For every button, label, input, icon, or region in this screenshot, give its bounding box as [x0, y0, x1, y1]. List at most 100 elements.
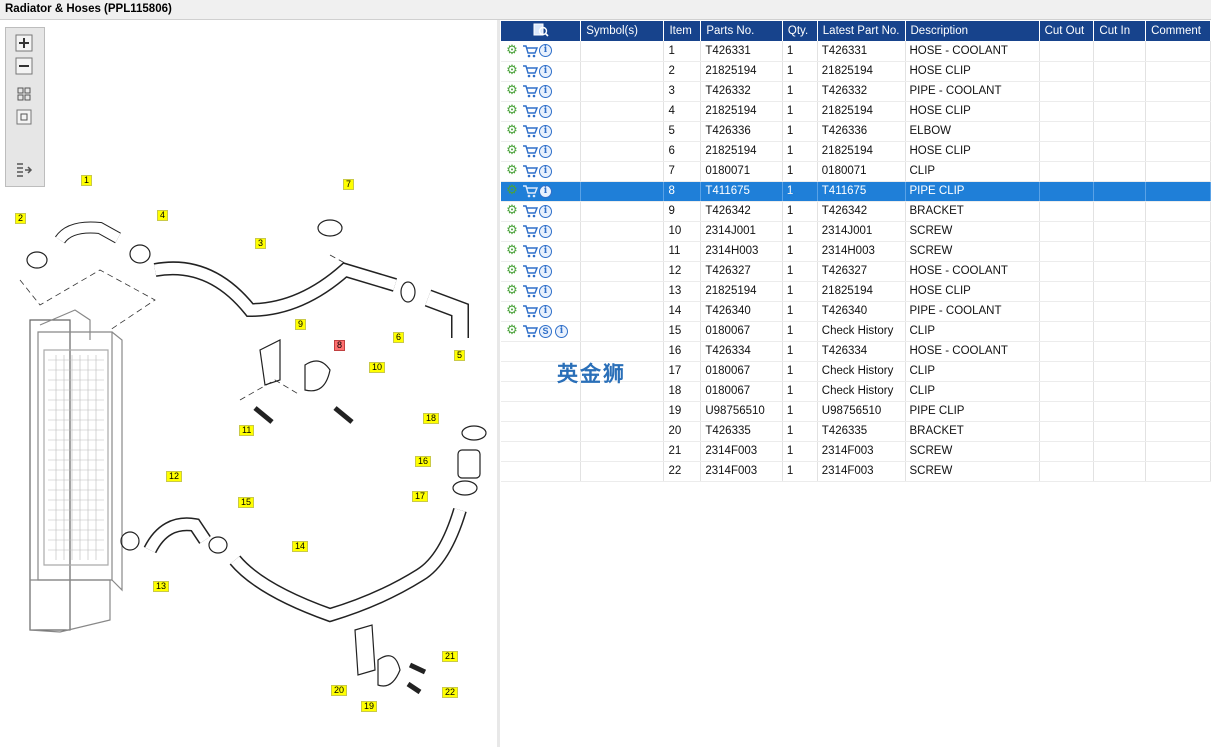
callout-22[interactable]: 22 [442, 687, 459, 698]
cart-icon[interactable] [522, 304, 539, 318]
column-header-actions[interactable] [501, 21, 582, 41]
cart-icon[interactable] [522, 64, 539, 78]
cart-icon[interactable] [522, 144, 539, 158]
callout-5[interactable]: 5 [454, 350, 466, 361]
callout-18[interactable]: 18 [423, 413, 440, 424]
callout-15[interactable]: 15 [238, 497, 255, 508]
settings-icon[interactable]: ⚙ [506, 103, 518, 118]
callout-1[interactable]: 1 [81, 175, 93, 186]
cart-icon[interactable] [522, 164, 539, 178]
info-icon[interactable]: i [539, 284, 552, 298]
info-icon[interactable]: i [539, 304, 552, 318]
settings-icon[interactable]: ⚙ [506, 223, 518, 238]
callout-14[interactable]: 14 [292, 541, 309, 552]
callout-21[interactable]: 21 [442, 651, 459, 662]
info-icon[interactable]: i [539, 84, 552, 98]
settings-icon[interactable]: ⚙ [506, 323, 518, 338]
callout-9[interactable]: 9 [295, 319, 307, 330]
callout-17[interactable]: 17 [412, 491, 429, 502]
info-icon[interactable]: i [539, 244, 552, 258]
info-icon[interactable]: i [539, 224, 552, 238]
info-icon[interactable]: i [555, 324, 568, 338]
pane-splitter[interactable] [497, 20, 500, 747]
settings-icon[interactable]: ⚙ [506, 203, 518, 218]
callout-4[interactable]: 4 [157, 210, 169, 221]
settings-icon[interactable]: ⚙ [506, 243, 518, 258]
settings-icon[interactable]: ⚙ [506, 143, 518, 158]
callout-19[interactable]: 19 [361, 701, 378, 712]
column-header-symbols[interactable]: Symbol(s) [580, 21, 665, 41]
info-icon[interactable]: i [539, 124, 552, 138]
callout-13[interactable]: 13 [153, 581, 170, 592]
settings-icon[interactable]: ⚙ [506, 42, 518, 58]
callout-11[interactable]: 11 [239, 425, 255, 436]
column-header-item[interactable]: Item [663, 21, 702, 41]
list-toggle-icon[interactable] [15, 161, 33, 179]
callout-7[interactable]: 7 [343, 179, 355, 190]
exploded-diagram[interactable] [0, 20, 497, 747]
info-icon[interactable]: i [539, 104, 552, 118]
cart-icon[interactable] [522, 224, 539, 238]
cart-icon[interactable] [522, 204, 539, 218]
cart-icon[interactable] [522, 84, 539, 98]
cart-icon[interactable] [522, 284, 539, 298]
column-header-cut-out[interactable]: Cut Out [1039, 21, 1095, 41]
callout-16[interactable]: 16 [415, 456, 432, 467]
fit-page-icon[interactable] [15, 85, 33, 103]
cart-icon[interactable] [522, 124, 539, 138]
callout-2[interactable]: 2 [15, 213, 27, 224]
info-icon[interactable]: i [539, 144, 552, 158]
column-header-latest-part-no[interactable]: Latest Part No. [817, 21, 906, 41]
callout-8[interactable]: 8 [334, 340, 346, 351]
settings-icon[interactable]: ⚙ [506, 163, 518, 178]
zoom-in-icon[interactable] [15, 34, 33, 52]
substitute-icon[interactable]: S [539, 324, 552, 338]
info-icon[interactable]: i [539, 64, 552, 78]
info-icon[interactable]: i [539, 184, 552, 198]
callout-10[interactable]: 10 [369, 362, 386, 373]
column-header-parts-no[interactable]: Parts No. [700, 21, 783, 41]
search-parts-icon[interactable] [533, 23, 549, 37]
info-icon[interactable]: i [539, 164, 552, 178]
column-header-cut-in[interactable]: Cut In [1093, 21, 1147, 41]
info-icon[interactable]: i [539, 44, 552, 58]
cart-icon[interactable] [522, 184, 539, 198]
info-icon[interactable]: i [539, 204, 552, 218]
zoom-out-icon[interactable] [15, 57, 33, 75]
column-header-comment[interactable]: Comment [1145, 21, 1211, 41]
settings-icon[interactable]: ⚙ [506, 183, 518, 198]
callout-6[interactable]: 6 [393, 332, 405, 343]
diagram-pane[interactable]: 1 2 3 4 5 6 7 8 9 10 11 12 13 14 15 16 1… [0, 20, 497, 747]
callout-20[interactable]: 20 [331, 685, 348, 696]
cart-icon[interactable] [522, 324, 539, 338]
actual-size-icon[interactable] [15, 108, 33, 126]
callout-3[interactable]: 3 [255, 238, 267, 249]
column-header-description[interactable]: Description [905, 21, 1040, 41]
settings-icon[interactable]: ⚙ [506, 83, 518, 98]
cart-icon[interactable] [522, 44, 539, 58]
cart-icon[interactable] [522, 104, 539, 118]
cart-icon[interactable] [522, 244, 539, 258]
settings-icon[interactable]: ⚙ [506, 63, 518, 78]
settings-icon[interactable]: ⚙ [506, 123, 518, 138]
settings-icon[interactable]: ⚙ [506, 303, 518, 318]
